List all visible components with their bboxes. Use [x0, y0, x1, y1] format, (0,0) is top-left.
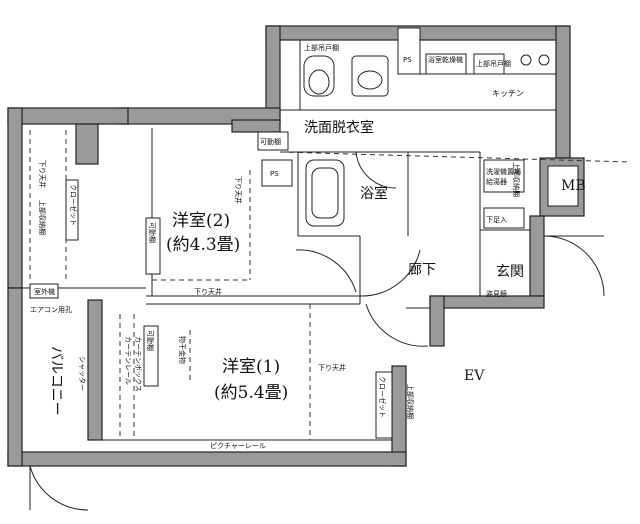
ps2-label: PS: [403, 56, 412, 64]
side-storage2-label: 可動棚: [146, 330, 155, 351]
upper-shelf5-label: 上部収納棚: [406, 384, 415, 419]
room-labels: 洋室(2) (約4.3畳) 洋室(1) (約5.4畳) 洗面脱衣室 浴室 廊下 …: [48, 89, 586, 416]
door-swings: [29, 151, 605, 511]
drying-unit-label: 浴室乾燥機: [428, 55, 463, 64]
outdoor-unit: [29, 283, 59, 299]
lower-ceiling4-label: 下り天井: [38, 160, 47, 188]
storage-shelf-label: 可動棚: [260, 137, 281, 146]
side-storage1-label: 可動棚: [148, 222, 157, 243]
wall-right-lower: [391, 365, 407, 467]
ps-box-top: [397, 27, 421, 75]
wall-lower-right-post: [429, 295, 445, 347]
upper-shelf1-label: 上部吊戸棚: [304, 43, 339, 52]
aircon-hole-label: エアコン用孔: [30, 306, 72, 314]
wall-left-upper: [7, 107, 23, 289]
outdoor-unit-label: 室外機: [34, 287, 55, 296]
washer-icon: [425, 53, 467, 75]
room-entrance: 玄関: [496, 263, 524, 280]
lower-ceiling2-label: 下り天井: [194, 287, 222, 296]
gas-meter-label: 給湯器: [486, 177, 507, 186]
room-bathroom: 浴室: [360, 185, 388, 202]
curtain-box-label: カーテンボックス: [134, 336, 142, 392]
wall-entrance-right: [529, 215, 545, 297]
storage-box: [257, 131, 289, 151]
wall-left-lower: [7, 287, 23, 467]
closet2-label: クローゼット: [378, 376, 387, 418]
upper-shelf3-label: 上部収納棚: [512, 162, 521, 197]
room-western1-name: 洋室(1): [222, 357, 280, 377]
upper-shelf4-label: 上部収納棚: [38, 200, 47, 235]
ps1-label: PS: [270, 170, 279, 178]
room-washroom: 洗面脱衣室: [304, 119, 374, 136]
wall-closet-post: [75, 123, 99, 165]
closet1-label: クローゼット: [69, 184, 78, 226]
annotations: クローゼット クローゼット PS PS 下り天井 下り天井 下り天井 下り天井 …: [30, 43, 521, 450]
room-ev: EV: [464, 368, 485, 384]
room-kitchen: キッチン: [492, 89, 524, 98]
room-mb: MB: [561, 178, 586, 194]
room-western1-size: (約5.4畳): [214, 383, 288, 403]
closet-right: [375, 371, 393, 439]
shoe-box: [483, 207, 525, 229]
wall-left-wing: [265, 25, 281, 117]
lower-ceiling1-label: 下り天井: [234, 176, 243, 204]
room-balcony: バルコニー: [48, 346, 64, 416]
washer-label: 洗濯機置場: [486, 167, 521, 176]
utility-box: [483, 159, 525, 193]
room-corridor: 廊下: [408, 261, 436, 278]
picture-rail-label: ピクチャーレール: [210, 442, 266, 450]
upper-shelf2-label: 上部吊戸棚: [476, 59, 511, 68]
wall-right-wing: [555, 25, 571, 159]
ps-box: [261, 159, 293, 187]
room-western2-name: 洋室(2): [172, 211, 230, 231]
wall-post-a: [231, 119, 281, 133]
curtain-box-upper: [145, 217, 161, 275]
fixtures: [29, 27, 550, 439]
wall-balcony-inner: [87, 299, 103, 441]
closet-left: [65, 179, 79, 241]
step-up-label: 下足入: [486, 216, 507, 224]
wall-bottom: [7, 451, 407, 467]
lower-ceiling3-label: 下り天井: [318, 363, 346, 372]
shutter-label: シャッター: [78, 356, 87, 391]
shoe-box-label: 姿見鏡: [486, 289, 507, 298]
curtain-box-lower: [143, 325, 159, 387]
stove-burner-icon: [520, 54, 532, 66]
exterior-walls: [7, 25, 585, 467]
wall-top-left: [7, 107, 129, 125]
sink-icon: [473, 53, 505, 75]
room-western2-size: (約4.3畳): [166, 235, 240, 255]
cloth-hanger-label: 物干金物: [178, 336, 187, 364]
curtain-rail-label: カーテンレール: [124, 336, 132, 385]
